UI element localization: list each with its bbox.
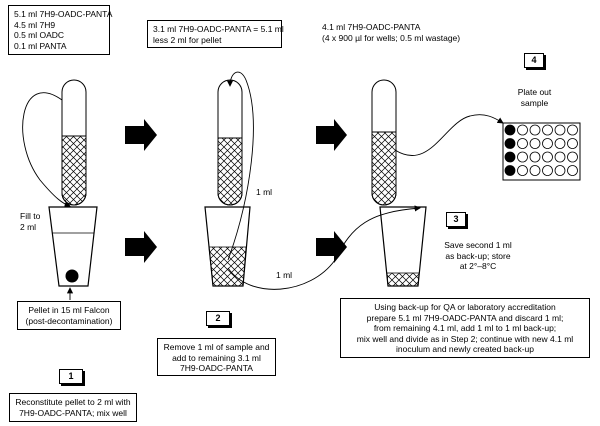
- well: [554, 165, 566, 176]
- well: [529, 124, 541, 136]
- culture-tube-1: [61, 79, 87, 206]
- step-number-2: 2: [206, 311, 230, 326]
- fill-arrow: [22, 92, 71, 208]
- fill-label: Fill to 2 ml: [20, 211, 40, 232]
- transfer-arrow-1ml: [226, 71, 254, 261]
- well: [529, 151, 541, 163]
- falcon-tube-1: [48, 206, 98, 287]
- block-arrow: [125, 119, 157, 151]
- recipe-line: 0.1 ml PANTA: [14, 40, 67, 51]
- falcon-tube-3: [379, 206, 427, 287]
- well: [567, 138, 578, 149]
- pellet-box: Pellet in 15 ml Falcon (post-decontamina…: [17, 301, 121, 330]
- backup-volume-label: 1 ml: [276, 270, 293, 280]
- well: [542, 124, 553, 136]
- step3-header-line: 4.1 ml 7H9-OADC-PANTA: [322, 22, 421, 32]
- well: [542, 165, 553, 176]
- step3-text: Save second 1 ml as back-up; store at 2°…: [440, 240, 516, 272]
- well: [529, 138, 541, 149]
- well: [567, 151, 578, 163]
- backup-note-line: mix well and divide as in Step 2; contin…: [356, 333, 574, 344]
- step1-box: Reconstitute pellet to 2 ml with 7H9-OAD…: [9, 393, 137, 422]
- well: [529, 165, 541, 176]
- step3-line: at 2°–8°C: [459, 261, 497, 271]
- fill-label-line: Fill to: [20, 211, 41, 221]
- well: [542, 138, 553, 149]
- step2-line: Remove 1 ml of sample and: [163, 342, 270, 352]
- step2-line: 7H9-OADC-PANTA: [180, 363, 253, 373]
- step3-header: 4.1 ml 7H9-OADC-PANTA (4 x 900 µl for we…: [322, 22, 460, 43]
- culture-tube-3: [371, 79, 397, 206]
- backup-note-line: prepare 5.1 ml 7H9-OADC-PANTA and discar…: [366, 312, 564, 323]
- transfer-volume-label: 1 ml: [256, 187, 273, 197]
- fill-label-line: 2 ml: [20, 221, 37, 232]
- step1-line: 7H9-OADC-PANTA; mix well: [19, 407, 127, 418]
- recipe-line: 4.5 ml 7H9: [14, 19, 56, 30]
- recipe-line: 5.1 ml 7H9-OADC-PANTA: [14, 9, 113, 19]
- well: [504, 124, 516, 136]
- step3-header-line: (4 x 900 µl for wells; 0.5 ml wastage): [322, 32, 461, 43]
- block-arrow: [316, 119, 347, 151]
- recipe-line: 0.5 ml OADC: [14, 30, 65, 40]
- well: [504, 138, 516, 149]
- well: [517, 138, 528, 149]
- well-plate: [502, 122, 581, 181]
- plating-arrow: [394, 114, 504, 157]
- well: [517, 124, 528, 136]
- transfer-arrow-backup: [227, 205, 421, 290]
- step4-line: Plate out: [517, 87, 552, 97]
- well: [554, 151, 566, 163]
- pellet-box-line: Pellet in 15 ml Falcon: [28, 305, 110, 315]
- backup-note-line: Using back-up for QA or laboratory accre…: [374, 302, 556, 312]
- recipe-box: 5.1 ml 7H9-OADC-PANTA 4.5 ml 7H9 0.5 ml …: [8, 5, 113, 55]
- step2-header-line: less 2 ml for pellet: [153, 34, 222, 45]
- step2-line: add to remaining 3.1 ml: [172, 352, 261, 363]
- block-arrow: [316, 231, 347, 263]
- well: [517, 151, 528, 163]
- step2-header-line: 3.1 ml 7H9-OADC-PANTA = 5.1 ml: [153, 24, 284, 34]
- well: [554, 138, 566, 149]
- step3-line: Save second 1 ml: [444, 240, 512, 250]
- block-arrow: [125, 231, 157, 263]
- step4-text: Plate out sample: [511, 87, 558, 108]
- pellet-dot: [65, 269, 79, 283]
- well: [504, 165, 516, 176]
- falcon-tube-2: [204, 206, 251, 287]
- well: [567, 165, 578, 176]
- backup-note-line: from remaining 4.1 ml, add 1 ml to 1 ml …: [373, 323, 557, 333]
- culture-tube-2: [217, 79, 243, 206]
- step-number-4: 4: [524, 53, 544, 68]
- step-number-3: 3: [446, 212, 466, 227]
- well: [542, 151, 553, 163]
- step2-box: Remove 1 ml of sample and add to remaini…: [157, 338, 276, 376]
- step3-line: as back-up; store: [445, 250, 511, 261]
- step4-line: sample: [520, 97, 549, 108]
- well: [517, 165, 528, 176]
- well: [504, 151, 516, 163]
- well: [554, 124, 566, 136]
- well: [567, 124, 578, 136]
- backup-note-box: Using back-up for QA or laboratory accre…: [340, 298, 590, 358]
- step-number-1: 1: [59, 369, 83, 384]
- backup-note-line: inoculum and newly created back-up: [396, 344, 534, 354]
- step2-header-box: 3.1 ml 7H9-OADC-PANTA = 5.1 ml less 2 ml…: [147, 20, 284, 48]
- pellet-box-line: (post-decontamination): [25, 315, 113, 326]
- step1-line: Reconstitute pellet to 2 ml with: [15, 397, 131, 407]
